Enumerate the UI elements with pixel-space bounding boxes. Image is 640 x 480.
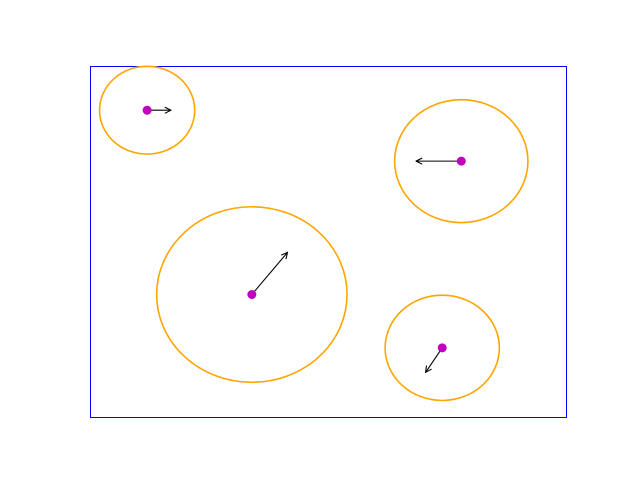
center-point: [437, 343, 447, 353]
object-3: [155, 205, 348, 384]
circle-outline: [98, 65, 196, 155]
object-4: [384, 294, 501, 402]
circle-outline: [393, 98, 529, 224]
center-point: [456, 156, 466, 166]
circle-outline: [384, 294, 501, 402]
center-point: [247, 290, 257, 300]
plot-frame: [90, 66, 567, 418]
circle-outline: [155, 205, 348, 384]
object-1: [98, 65, 196, 155]
velocity-arrow: [426, 347, 443, 373]
velocity-arrow: [251, 252, 288, 295]
object-2: [393, 98, 529, 224]
center-point: [142, 105, 152, 115]
objects-group: [98, 65, 529, 402]
